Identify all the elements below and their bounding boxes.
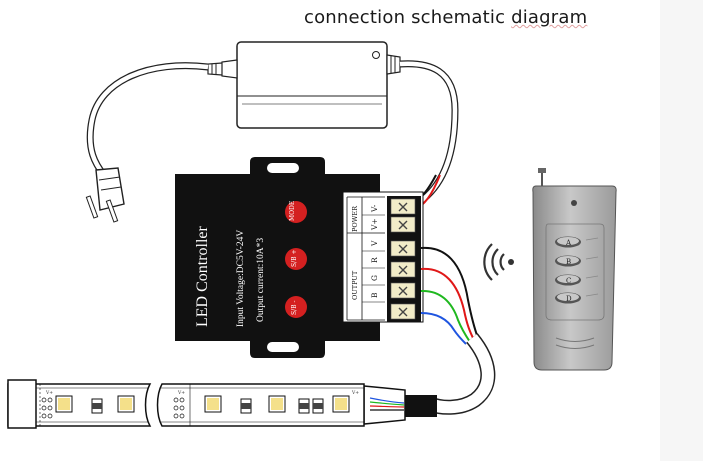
pad-label: V+ bbox=[45, 390, 53, 396]
output-label: OUTPUT bbox=[351, 270, 359, 300]
terminal-screw bbox=[390, 261, 416, 278]
speed-up-button[interactable] bbox=[285, 248, 307, 270]
led-chip bbox=[117, 395, 135, 413]
terminal-blocks bbox=[387, 196, 421, 322]
power-label: POWER bbox=[351, 205, 359, 232]
remote-button-b-label: B bbox=[566, 258, 571, 266]
resistor bbox=[312, 398, 324, 414]
remote-button-a-label: A bbox=[565, 239, 572, 247]
remote-button-b[interactable] bbox=[555, 255, 581, 267]
output-current-label: Output current:10A*3 bbox=[256, 238, 266, 322]
ac-plug bbox=[85, 167, 125, 223]
wire-output-v bbox=[420, 246, 479, 339]
remote-button-c-label: C bbox=[566, 277, 571, 285]
resistor bbox=[240, 398, 252, 414]
led-chip bbox=[204, 395, 222, 413]
terminal-label-v: V bbox=[370, 240, 379, 247]
mode-button[interactable] bbox=[285, 201, 307, 223]
terminal-label-g: G bbox=[370, 275, 379, 281]
mode-button-label: MODE bbox=[289, 201, 296, 221]
terminal-screw bbox=[390, 216, 416, 233]
remote-button-c[interactable] bbox=[555, 274, 581, 286]
title-text: connection schematic bbox=[304, 7, 512, 28]
pad-label: V+ bbox=[177, 390, 185, 396]
led-chip bbox=[268, 395, 286, 413]
terminal-label-r: R bbox=[370, 257, 379, 263]
wire-output-green bbox=[420, 289, 471, 343]
title-text-underlined: diagram bbox=[511, 7, 588, 28]
input-voltage-label: Input Voltage:DC5V-24V bbox=[236, 230, 246, 327]
terminal-screw bbox=[390, 282, 416, 299]
terminal-screw bbox=[390, 240, 416, 257]
speed-down-button-label: S/B - bbox=[291, 301, 298, 315]
solder-pads bbox=[41, 397, 185, 419]
wire-output-red bbox=[420, 267, 475, 341]
diagram-title: connection schematic diagram bbox=[304, 7, 587, 28]
resistor bbox=[91, 398, 103, 414]
remote-button-a[interactable] bbox=[555, 236, 581, 248]
wire-output-blue bbox=[420, 312, 467, 345]
remote-control bbox=[532, 168, 617, 371]
resistor bbox=[298, 398, 310, 414]
pad-label: V+ bbox=[351, 390, 359, 396]
remote-markings bbox=[585, 237, 599, 297]
page-edge bbox=[660, 0, 703, 461]
remote-button-d-label: D bbox=[566, 295, 572, 303]
led-chip bbox=[55, 395, 73, 413]
terminal-label-b: B bbox=[370, 292, 379, 298]
dc-cable bbox=[399, 60, 459, 209]
speed-up-button-label: S/B + bbox=[291, 250, 298, 267]
speed-down-button[interactable] bbox=[285, 296, 307, 318]
mains-cable bbox=[86, 62, 209, 178]
terminal-label-vplus: V+ bbox=[370, 218, 379, 231]
led-chip bbox=[332, 395, 350, 413]
terminal-label-table bbox=[346, 196, 385, 321]
terminal-screw bbox=[390, 198, 416, 215]
terminal-label-vminus: V- bbox=[370, 204, 379, 213]
strip-connector bbox=[363, 385, 437, 425]
power-adapter bbox=[207, 41, 401, 129]
wireless-signal-icon bbox=[483, 243, 514, 281]
terminal-screw bbox=[390, 303, 416, 320]
controller-name: LED Controller bbox=[194, 225, 211, 327]
remote-button-d[interactable] bbox=[555, 292, 581, 304]
